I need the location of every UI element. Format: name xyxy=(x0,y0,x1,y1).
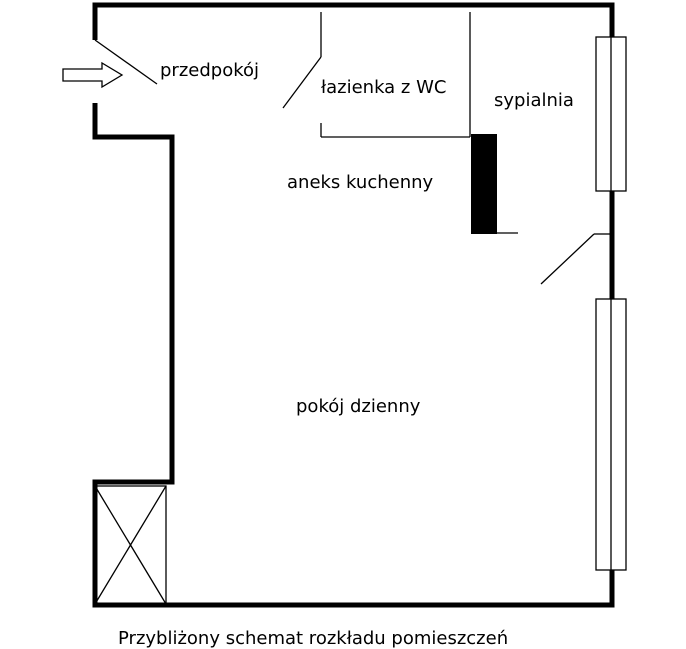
diagram-caption: Przybliżony schemat rozkładu pomieszczeń xyxy=(118,628,509,649)
room-label-living-room: pokój dzienny xyxy=(296,396,421,417)
room-label-kitchenette: aneks kuchenny xyxy=(287,172,434,193)
entrance-door xyxy=(94,39,158,85)
arrow-right-icon xyxy=(62,61,124,89)
kitchen-unit xyxy=(471,134,497,234)
room-label-bedroom: sypialnia xyxy=(494,90,574,111)
crossed-box-icon xyxy=(94,485,167,605)
room-label-hallway: przedpokój xyxy=(160,60,260,81)
room-label-bathroom: łazienka z WC xyxy=(321,77,447,98)
bathroom-door xyxy=(282,56,322,109)
bedroom-door xyxy=(540,233,595,285)
